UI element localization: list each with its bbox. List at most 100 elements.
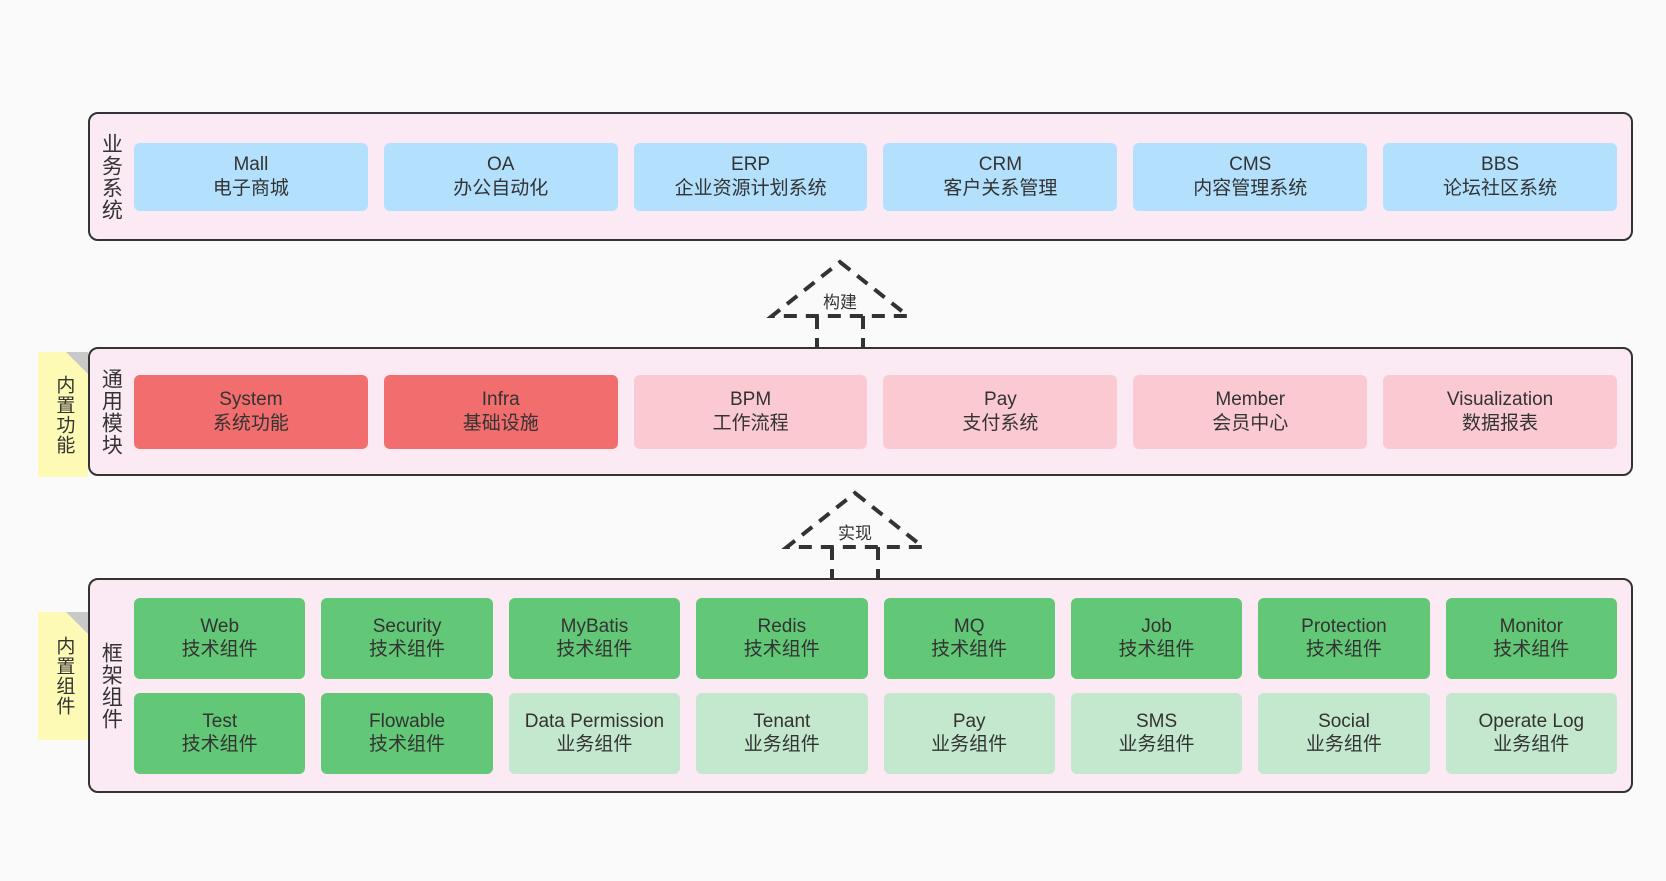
node-subtitle: 技术组件 [743, 639, 820, 660]
node-subtitle: 业务组件 [1305, 734, 1382, 755]
node-subtitle: 技术组件 [181, 734, 258, 755]
layer-common-modules[interactable]: 通用模块 System 系统功能 Infra 基础设施 BPM 工作流程 Pay… [88, 347, 1633, 476]
node-title: Data Permission [524, 710, 665, 732]
node-web[interactable]: Web 技术组件 [134, 597, 306, 679]
node-monitor[interactable]: Monitor 技术组件 [1445, 597, 1617, 679]
node-protection[interactable]: Protection 技术组件 [1258, 597, 1430, 679]
node-subtitle: 论坛社区系统 [1443, 177, 1558, 199]
node-subtitle: 系统功能 [212, 412, 289, 434]
node-title: Mall [233, 154, 269, 176]
node-erp[interactable]: ERP 企业资源计划系统 [633, 142, 868, 211]
row: Mall 电子商城 OA 办公自动化 ERP 企业资源计划系统 CRM 客户关系… [134, 142, 1617, 211]
node-title: System [219, 389, 283, 411]
node-title: Infra [481, 389, 520, 411]
node-system[interactable]: System 系统功能 [134, 374, 368, 449]
node-subtitle: 企业资源计划系统 [674, 177, 827, 199]
node-security[interactable]: Security 技术组件 [321, 597, 493, 679]
node-title: Social [1318, 710, 1370, 732]
node-title: OA [487, 154, 515, 176]
node-title: Monitor [1499, 615, 1563, 637]
sticky-label: 内置组件 [53, 636, 75, 716]
node-subtitle: 技术组件 [369, 639, 446, 660]
node-title: Tenant [753, 710, 811, 732]
node-infra[interactable]: Infra 基础设施 [383, 374, 618, 449]
node-title: Operate Log [1478, 710, 1585, 732]
node-redis[interactable]: Redis 技术组件 [696, 597, 868, 679]
node-subtitle: 办公自动化 [453, 177, 549, 199]
node-subtitle: 业务组件 [1493, 734, 1570, 755]
node-title: Security [372, 615, 442, 637]
layer-body-framework: Web 技术组件 Security 技术组件 MyBatis 技术组件 Redi… [130, 580, 1631, 791]
node-crm[interactable]: CRM 客户关系管理 [883, 142, 1118, 211]
node-subtitle: 业务组件 [556, 734, 633, 755]
node-subtitle: 技术组件 [369, 734, 446, 755]
node-pay-business[interactable]: Pay 业务组件 [883, 692, 1055, 774]
node-title: Protection [1301, 615, 1387, 637]
node-title: Flowable [369, 710, 446, 732]
node-subtitle: 业务组件 [743, 734, 820, 755]
node-bbs[interactable]: BBS 论坛社区系统 [1383, 142, 1617, 211]
connector-implement[interactable]: 实现 [775, 489, 935, 583]
node-job[interactable]: Job 技术组件 [1070, 597, 1243, 679]
node-mall[interactable]: Mall 电子商城 [134, 142, 368, 211]
node-cms[interactable]: CMS 内容管理系统 [1133, 142, 1368, 211]
node-data-permission[interactable]: Data Permission 业务组件 [508, 692, 681, 774]
row: Test 技术组件 Flowable 技术组件 Data Permission … [134, 692, 1617, 774]
sticky-note-builtin-features: 内置功能 [38, 352, 88, 477]
node-operate-log[interactable]: Operate Log 业务组件 [1445, 692, 1617, 774]
node-social[interactable]: Social 业务组件 [1258, 692, 1430, 774]
node-title: Visualization [1446, 389, 1554, 411]
node-oa[interactable]: OA 办公自动化 [383, 142, 618, 211]
node-subtitle: 技术组件 [1305, 639, 1382, 660]
node-mybatis[interactable]: MyBatis 技术组件 [508, 597, 681, 679]
node-pay[interactable]: Pay 支付系统 [883, 374, 1118, 449]
node-title: Member [1215, 389, 1286, 411]
node-visualization[interactable]: Visualization 数据报表 [1383, 374, 1617, 449]
connector-label: 构建 [820, 288, 860, 313]
node-title: Redis [757, 615, 807, 637]
node-title: Job [1141, 615, 1172, 637]
node-title: CRM [978, 154, 1023, 176]
node-title: MQ [953, 615, 985, 637]
row: System 系统功能 Infra 基础设施 BPM 工作流程 Pay 支付系统… [134, 374, 1617, 449]
sticky-label: 内置功能 [53, 374, 75, 455]
node-mq[interactable]: MQ 技术组件 [883, 597, 1055, 679]
node-flowable[interactable]: Flowable 技术组件 [321, 692, 493, 774]
node-subtitle: 技术组件 [1493, 639, 1570, 660]
node-subtitle: 技术组件 [931, 639, 1008, 660]
node-subtitle: 技术组件 [181, 639, 258, 660]
node-bpm[interactable]: BPM 工作流程 [633, 374, 868, 449]
node-member[interactable]: Member 会员中心 [1133, 374, 1368, 449]
node-title: Test [202, 710, 238, 732]
layer-title-business: 业务系统 [99, 132, 123, 221]
connector-label: 实现 [835, 519, 875, 544]
node-subtitle: 会员中心 [1212, 412, 1289, 434]
connector-build[interactable]: 构建 [760, 258, 920, 352]
layer-framework-components[interactable]: 框架组件 Web 技术组件 Security 技术组件 MyBatis 技术组件… [88, 578, 1633, 793]
node-subtitle: 数据报表 [1462, 412, 1539, 434]
node-title: SMS [1135, 710, 1178, 732]
node-sms[interactable]: SMS 业务组件 [1070, 692, 1243, 774]
node-title: CMS [1229, 154, 1272, 176]
node-title: Pay [952, 710, 986, 732]
node-title: Web [200, 615, 240, 637]
layer-body-modules: System 系统功能 Infra 基础设施 BPM 工作流程 Pay 支付系统… [130, 349, 1631, 474]
node-test[interactable]: Test 技术组件 [134, 692, 306, 774]
node-subtitle: 业务组件 [1118, 734, 1195, 755]
sticky-note-builtin-components: 内置组件 [38, 612, 88, 740]
row: Web 技术组件 Security 技术组件 MyBatis 技术组件 Redi… [134, 597, 1617, 679]
node-subtitle: 内容管理系统 [1193, 177, 1308, 199]
layer-title-framework: 框架组件 [99, 641, 123, 730]
node-subtitle: 技术组件 [556, 639, 633, 660]
layer-title-modules: 通用模块 [99, 367, 123, 456]
node-title: ERP [731, 154, 771, 176]
node-tenant[interactable]: Tenant 业务组件 [696, 692, 868, 774]
node-title: BPM [729, 389, 772, 411]
node-subtitle: 业务组件 [931, 734, 1008, 755]
layer-business-systems[interactable]: 业务系统 Mall 电子商城 OA 办公自动化 ERP 企业资源计划系统 CRM… [88, 112, 1633, 241]
layer-body-business: Mall 电子商城 OA 办公自动化 ERP 企业资源计划系统 CRM 客户关系… [130, 114, 1631, 239]
node-subtitle: 技术组件 [1118, 639, 1195, 660]
node-subtitle: 支付系统 [962, 412, 1039, 434]
node-subtitle: 工作流程 [712, 412, 789, 434]
